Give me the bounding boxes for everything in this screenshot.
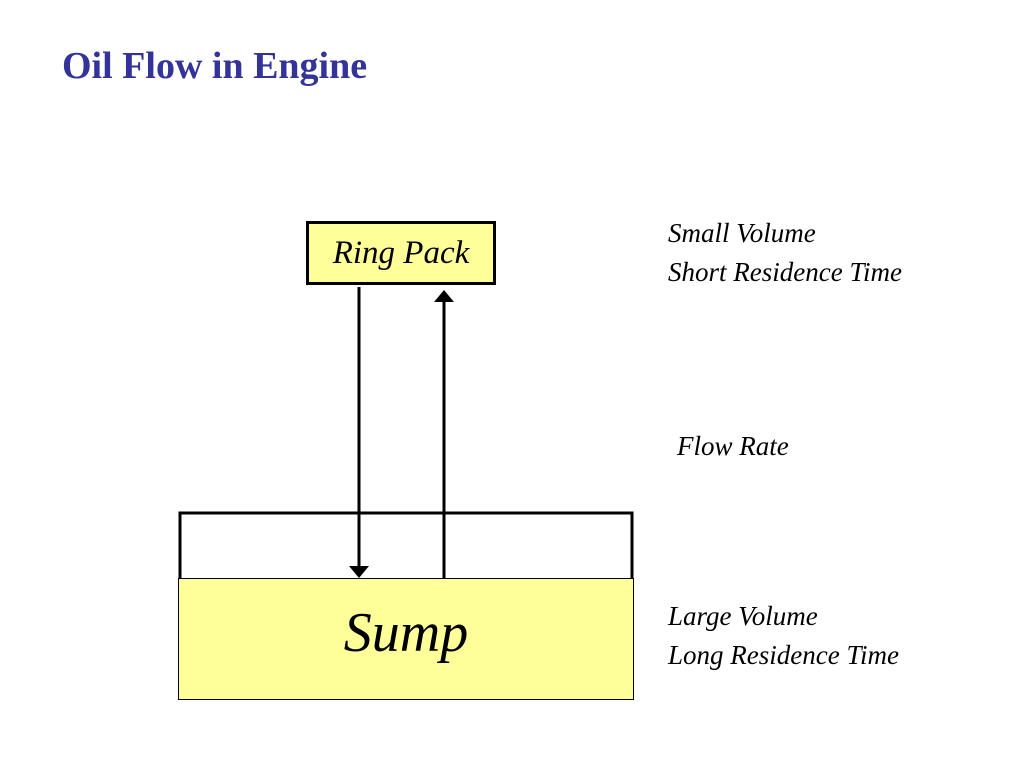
down-arrow-icon bbox=[349, 287, 369, 578]
sump-label: Sump bbox=[343, 602, 469, 664]
sump-residence-text: Long Residence Time bbox=[668, 640, 899, 670]
ring-pack-annotation: Small Volume Short Residence Time bbox=[668, 214, 902, 292]
sump-container-outline bbox=[178, 511, 634, 580]
page-title: Oil Flow in Engine bbox=[62, 45, 368, 87]
up-arrow-icon bbox=[434, 290, 454, 580]
ring-pack-residence-text: Short Residence Time bbox=[668, 257, 902, 287]
sump-volume-text: Large Volume bbox=[668, 601, 818, 631]
sump-annotation: Large Volume Long Residence Time bbox=[668, 597, 899, 675]
ring-pack-box: Ring Pack bbox=[306, 221, 496, 285]
sump-box: Sump bbox=[178, 578, 634, 700]
ring-pack-label: Ring Pack bbox=[332, 234, 470, 271]
flow-rate-annotation: Flow Rate bbox=[677, 431, 789, 461]
ring-pack-volume-text: Small Volume bbox=[668, 218, 816, 248]
